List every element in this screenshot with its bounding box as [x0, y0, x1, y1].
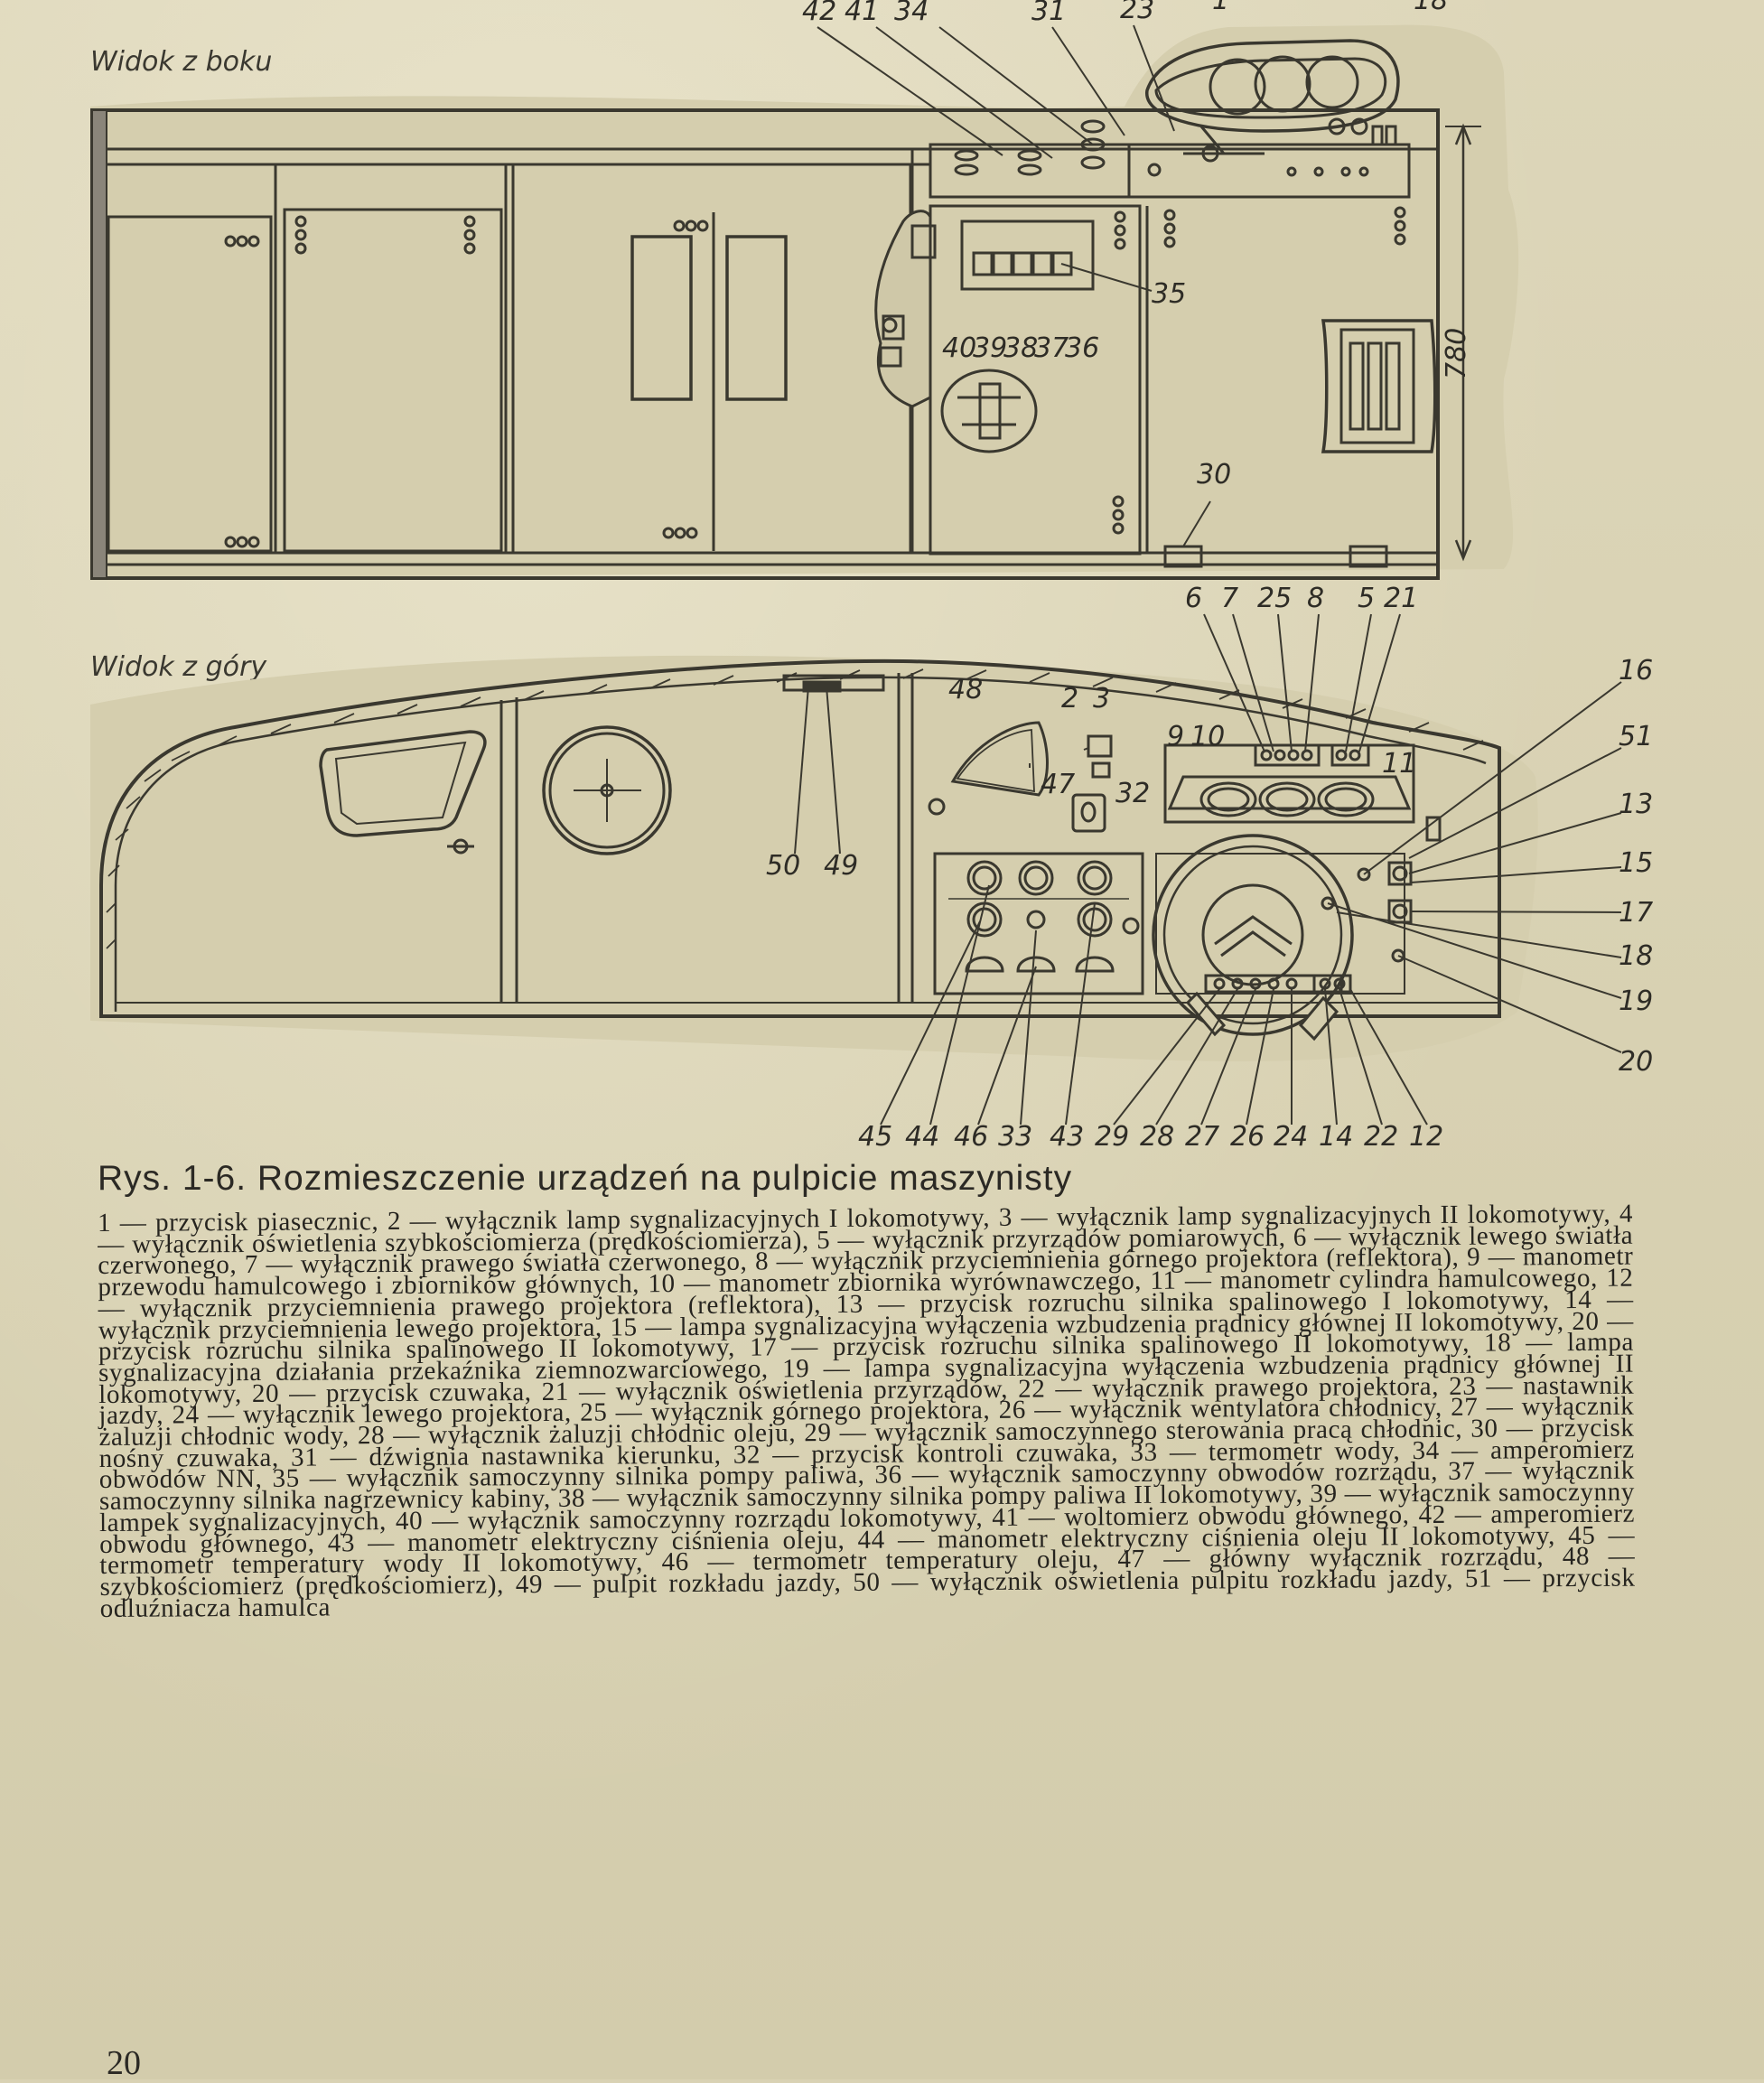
label-29: 29: [1095, 1121, 1129, 1153]
label-46: 46: [954, 1121, 988, 1153]
left-window: [319, 730, 487, 837]
side-top-labels: 42 41 34 31 23 1 18: [802, 0, 1448, 27]
label-18-side: 18: [1414, 0, 1448, 16]
round-hatch: [542, 725, 672, 855]
side-view-title: Widok z boku: [90, 46, 272, 78]
label-45: 45: [858, 1121, 892, 1153]
side-cutaway: [874, 210, 932, 408]
label-33: 33: [998, 1121, 1032, 1153]
label-35: 35: [1152, 278, 1186, 310]
label-28: 28: [1140, 1121, 1174, 1153]
label-50: 50: [766, 850, 800, 882]
label-19: 19: [1619, 985, 1653, 1017]
label-34: 34: [894, 0, 929, 27]
label-20: 20: [1619, 1046, 1653, 1078]
side-view: Widok z boku: [90, 0, 1519, 580]
height-dimension: 780: [1441, 123, 1481, 562]
label-41: 41: [845, 0, 879, 27]
brake-gauges: [1163, 743, 1415, 824]
top-leaders: [794, 613, 1622, 1126]
label-51: 51: [1619, 721, 1653, 752]
figure-caption: Rys. 1-6. Rozmieszczenie urządzeń na pul…: [98, 1159, 1073, 1198]
label-16: 16: [1619, 655, 1653, 687]
label-40: 40: [942, 332, 976, 364]
label-47: 47: [1041, 769, 1075, 800]
label-23: 23: [1120, 0, 1154, 25]
label-36: 36: [1065, 332, 1099, 364]
label-44: 44: [905, 1121, 939, 1153]
label-21: 21: [1384, 583, 1418, 614]
label-2: 2: [1061, 683, 1078, 715]
figure-legend: 1 — przycisk piasecznic, 2 — wyłącznik l…: [97, 1199, 1636, 1623]
label-15: 15: [1619, 847, 1653, 879]
label-11: 11: [1382, 748, 1416, 780]
label-22: 22: [1364, 1121, 1398, 1153]
label-26: 26: [1230, 1121, 1265, 1153]
label-7: 7: [1221, 583, 1238, 614]
torn-sheet: [90, 24, 1519, 578]
label-24: 24: [1274, 1121, 1308, 1153]
torn-sheet-top: [90, 655, 1538, 1061]
top-upper-labels: 6 7 25 8 5 21 16 51 13 15 17 18 19 20: [1185, 583, 1653, 1078]
label-9: 9: [1167, 721, 1184, 752]
side-meter-panel: [929, 204, 1142, 556]
label-8: 8: [1307, 583, 1324, 614]
label-5: 5: [1358, 583, 1375, 614]
label-49: 49: [824, 850, 858, 882]
speedometer: [950, 721, 1049, 797]
label-31: 31: [1031, 0, 1066, 27]
label-48: 48: [948, 674, 983, 705]
side-hatched-wall: [91, 109, 107, 579]
label-27: 27: [1185, 1121, 1219, 1153]
label-17: 17: [1619, 897, 1653, 929]
dimension-label: 780: [1441, 328, 1472, 379]
technical-drawing: Widok z boku: [90, 0, 1653, 1153]
top-bottom-labels: 45 44 46 33 43 29 28 27 26 24 14 22 12: [858, 1121, 1443, 1153]
label-38: 38: [1003, 332, 1038, 364]
label-6: 6: [1185, 583, 1202, 614]
label-12: 12: [1409, 1121, 1443, 1153]
label-37: 37: [1034, 332, 1069, 364]
label-43: 43: [1050, 1121, 1084, 1153]
label-32: 32: [1115, 778, 1150, 809]
top-inner-labels: 48 2 3 47 32 9 10 11 50 49: [766, 674, 1416, 882]
label-18: 18: [1619, 940, 1653, 972]
label-10: 10: [1190, 721, 1225, 752]
label-30: 30: [1197, 459, 1231, 490]
label-14: 14: [1319, 1121, 1353, 1153]
label-13: 13: [1619, 789, 1653, 820]
side-console: [929, 39, 1411, 553]
label-3: 3: [1093, 683, 1110, 715]
side-right-cabinet: [1321, 319, 1437, 453]
label-1: 1: [1212, 0, 1229, 16]
label-42: 42: [802, 0, 836, 27]
side-meter-labels: 35 40 39 38 37 36 30: [942, 278, 1231, 490]
page-number: 20: [107, 2044, 141, 2082]
top-view-title: Widok z góry: [90, 651, 267, 683]
control-wheel: [1152, 816, 1442, 1042]
side-leaders: [817, 24, 1211, 547]
top-view: Widok z góry: [90, 583, 1653, 1153]
label-25: 25: [1257, 583, 1292, 614]
label-39: 39: [973, 332, 1007, 364]
